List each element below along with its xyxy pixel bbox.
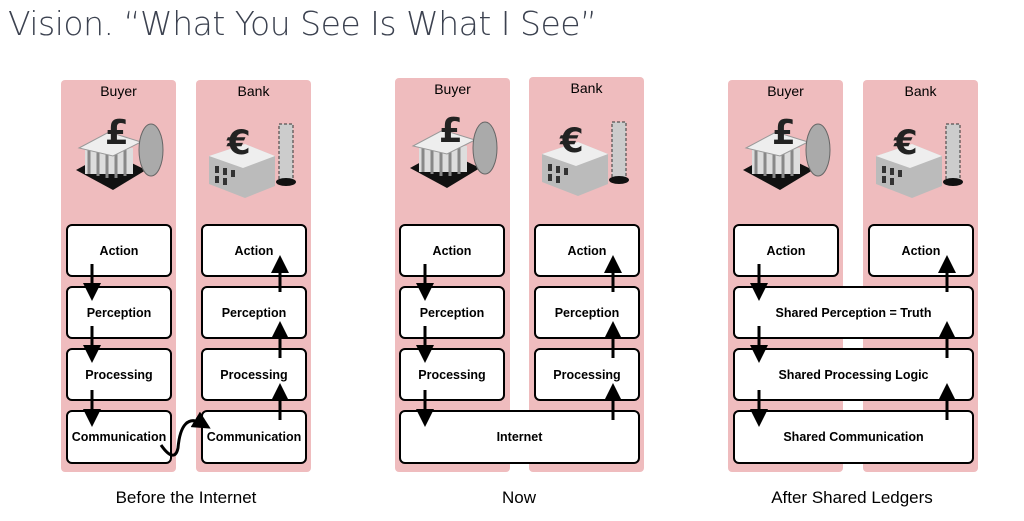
perception-box: Perception [399,286,505,339]
processing-box: Processing [66,348,172,401]
processing-box: Processing [534,348,640,401]
svg-text:£: £ [439,111,463,151]
svg-text:€: € [559,121,584,161]
communication-box: Communication [66,410,172,464]
processing-box: Processing [201,348,307,401]
buyer-label: Buyer [434,81,471,97]
shared-perception-box: Shared Perception = Truth [733,286,974,339]
svg-text:£: £ [105,113,129,153]
caption-now: Now [501,488,537,507]
shared-processing-box: Shared Processing Logic [733,348,974,401]
perception-box: Perception [201,286,307,339]
buyer-label: Buyer [100,83,137,99]
action-box: Action [201,224,307,277]
caption-after-shared-ledgers: After Shared Ledgers [771,488,933,507]
perception-box: Perception [534,286,640,339]
page-title: Vision. “What You See Is What I See” [8,4,597,43]
processing-box: Processing [399,348,505,401]
internet-box: Internet [399,410,640,464]
svg-text:£: £ [772,113,796,153]
action-box: Action [733,224,839,277]
shared-communication-box: Shared Communication [733,410,974,464]
pound-bank-building-icon: £ [410,111,498,188]
svg-text:€: € [893,123,918,163]
buyer-label: Buyer [767,83,804,99]
euro-bank-building-icon: € [542,121,629,196]
caption-before-internet: Before the Internet [115,488,257,507]
pound-bank-building-icon: £ [76,113,164,190]
svg-text:€: € [226,123,251,163]
action-box: Action [399,224,505,277]
bank-label: Bank [570,80,603,96]
action-box: Action [534,224,640,277]
euro-bank-building-icon: € [209,123,296,198]
pound-bank-building-icon: £ [743,113,831,190]
perception-box: Perception [66,286,172,339]
communication-box: Communication [201,410,307,464]
action-box: Action [66,224,172,277]
bank-label: Bank [237,83,270,99]
action-box: Action [868,224,974,277]
euro-bank-building-icon: € [876,123,963,198]
bank-label: Bank [904,83,937,99]
